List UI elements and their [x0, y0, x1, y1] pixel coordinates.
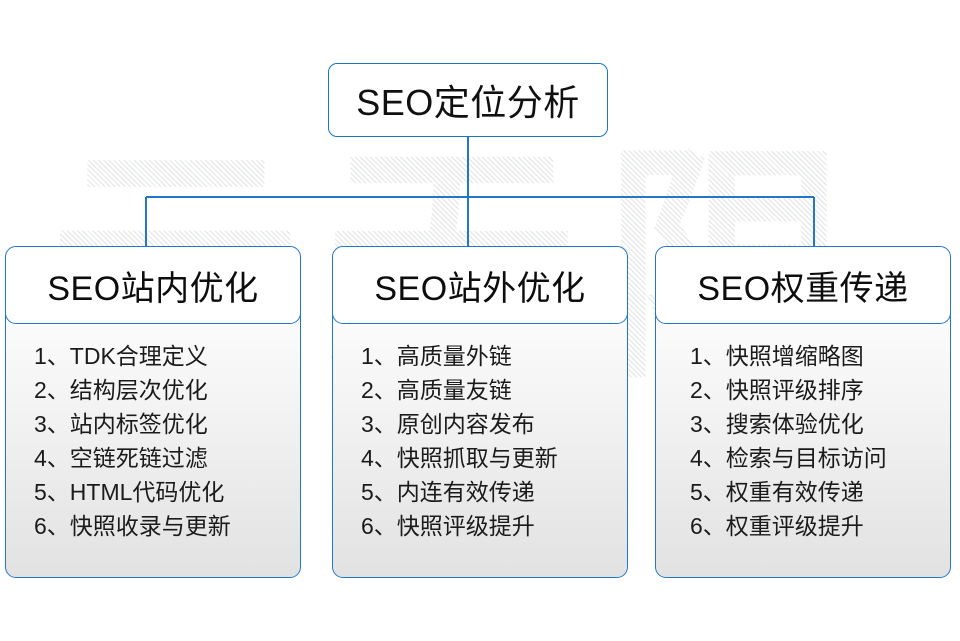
branch-card-seo-authority[interactable]: SEO权重传递 1、快照增缩略图 2、快照评级排序 3、搜索体验优化 4、检索与…	[655, 246, 951, 578]
list-item-number: 2、	[361, 377, 397, 403]
list-item-number: 1、	[361, 343, 397, 369]
list-item[interactable]: 3、原创内容发布	[333, 407, 627, 441]
list-item-label: 站内标签优化	[69, 411, 208, 437]
branch-item-list: 1、快照增缩略图 2、快照评级排序 3、搜索体验优化 4、检索与目标访问 5、权…	[656, 325, 950, 543]
list-item-label: 快照评级排序	[725, 377, 864, 403]
list-item-label: 空链死链过滤	[69, 445, 208, 471]
list-item-label: 快照抓取与更新	[396, 445, 558, 471]
list-item-label: 检索与目标访问	[725, 445, 887, 471]
list-item-number: 5、	[690, 479, 726, 505]
list-item-label: 权重评级提升	[725, 513, 864, 539]
list-item[interactable]: 6、权重评级提升	[656, 509, 950, 543]
list-item-label: 快照评级提升	[396, 513, 535, 539]
list-item-number: 3、	[361, 411, 397, 437]
branch-title: SEO权重传递	[697, 269, 909, 308]
root-node[interactable]: SEO定位分析	[328, 63, 608, 137]
list-item-number: 2、	[690, 377, 726, 403]
list-item[interactable]: 1、TDK合理定义	[6, 339, 300, 373]
branch-header-seo-onsite[interactable]: SEO站内优化	[6, 247, 300, 324]
branch-card-seo-onsite[interactable]: SEO站内优化 1、TDK合理定义 2、结构层次优化 3、站内标签优化 4、空链…	[5, 246, 301, 578]
list-item-number: 4、	[361, 445, 397, 471]
list-item-label: 原创内容发布	[396, 411, 535, 437]
list-item[interactable]: 2、快照评级排序	[656, 373, 950, 407]
list-item[interactable]: 3、搜索体验优化	[656, 407, 950, 441]
list-item-label: 结构层次优化	[69, 377, 208, 403]
list-item-number: 6、	[361, 513, 397, 539]
list-item-label: 搜索体验优化	[725, 411, 864, 437]
list-item-label: HTML代码优化	[69, 479, 225, 505]
list-item[interactable]: 2、结构层次优化	[6, 373, 300, 407]
branch-card-seo-offsite[interactable]: SEO站外优化 1、高质量外链 2、高质量友链 3、原创内容发布 4、快照抓取与…	[332, 246, 628, 578]
root-node-title: SEO定位分析	[356, 82, 580, 123]
list-item-number: 1、	[34, 343, 70, 369]
branch-header-seo-offsite[interactable]: SEO站外优化	[333, 247, 627, 324]
list-item-number: 3、	[690, 411, 726, 437]
list-item-number: 2、	[34, 377, 70, 403]
list-item-number: 4、	[34, 445, 70, 471]
branch-title: SEO站内优化	[47, 269, 259, 308]
list-item-number: 5、	[361, 479, 397, 505]
list-item[interactable]: 1、快照增缩略图	[656, 339, 950, 373]
list-item[interactable]: 5、权重有效传递	[656, 475, 950, 509]
list-item-number: 1、	[690, 343, 726, 369]
list-item-label: 权重有效传递	[725, 479, 864, 505]
list-item[interactable]: 6、快照收录与更新	[6, 509, 300, 543]
list-item-label: 内连有效传递	[396, 479, 535, 505]
branch-item-list: 1、高质量外链 2、高质量友链 3、原创内容发布 4、快照抓取与更新 5、内连有…	[333, 325, 627, 543]
list-item[interactable]: 5、内连有效传递	[333, 475, 627, 509]
list-item-number: 6、	[690, 513, 726, 539]
list-item-label: TDK合理定义	[69, 343, 208, 369]
list-item[interactable]: 6、快照评级提升	[333, 509, 627, 543]
list-item[interactable]: 1、高质量外链	[333, 339, 627, 373]
list-item[interactable]: 3、站内标签优化	[6, 407, 300, 441]
branch-title: SEO站外优化	[374, 269, 586, 308]
branch-header-seo-authority[interactable]: SEO权重传递	[656, 247, 950, 324]
list-item[interactable]: 4、快照抓取与更新	[333, 441, 627, 475]
list-item-number: 5、	[34, 479, 70, 505]
list-item-number: 6、	[34, 513, 70, 539]
list-item-number: 4、	[690, 445, 726, 471]
list-item[interactable]: 4、检索与目标访问	[656, 441, 950, 475]
list-item-number: 3、	[34, 411, 70, 437]
list-item[interactable]: 5、HTML代码优化	[6, 475, 300, 509]
list-item[interactable]: 2、高质量友链	[333, 373, 627, 407]
branch-item-list: 1、TDK合理定义 2、结构层次优化 3、站内标签优化 4、空链死链过滤 5、H…	[6, 325, 300, 543]
list-item-label: 高质量外链	[396, 343, 512, 369]
list-item-label: 快照增缩略图	[725, 343, 864, 369]
list-item-label: 快照收录与更新	[69, 513, 231, 539]
list-item-label: 高质量友链	[396, 377, 512, 403]
list-item[interactable]: 4、空链死链过滤	[6, 441, 300, 475]
